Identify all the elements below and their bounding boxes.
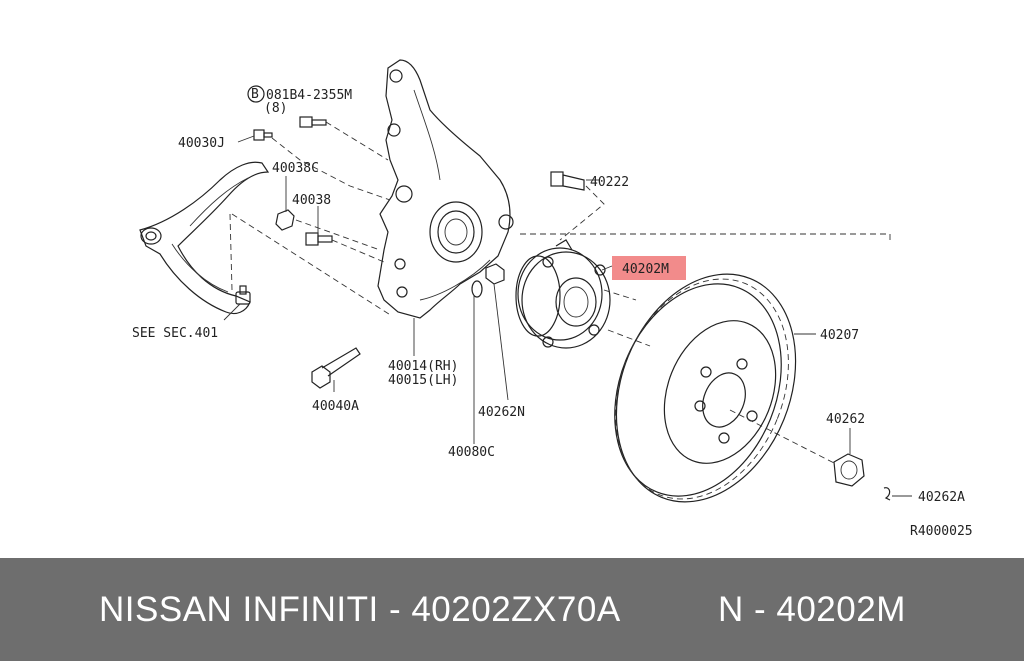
highlight-40202m: [612, 256, 686, 280]
label-40038c: 40038C: [272, 161, 319, 176]
label-40015: 40015(LH): [388, 373, 458, 388]
label-40030j: 40030J: [178, 136, 225, 151]
label-40202m: 40202M: [622, 262, 669, 277]
label-reference: R4000025: [910, 524, 973, 539]
label-40080c: 40080C: [448, 445, 495, 460]
bolt-40030j: [253, 129, 273, 141]
washer-40080c: [471, 280, 483, 298]
bolt-40038: [305, 232, 333, 246]
wheel-stud-40222: [550, 171, 585, 191]
steering-knuckle: [377, 59, 514, 319]
label-40207: 40207: [820, 328, 859, 343]
nut-40038c: [275, 209, 295, 231]
footer-part-numbers: NISSAN INFINITI - 40202ZX70A: [99, 590, 621, 629]
label-bolt-circle: B: [251, 87, 259, 102]
footer-nissan-part: N - 40202M: [718, 590, 906, 629]
leader-lines: [223, 135, 912, 497]
label-see-sec: SEE SEC.401: [132, 326, 218, 341]
hub-assembly-40202m: [515, 239, 611, 349]
label-40262n: 40262N: [478, 405, 525, 420]
lower-control-arm: [139, 161, 270, 315]
label-40014: 40014(RH): [388, 359, 458, 374]
label-40038: 40038: [292, 193, 331, 208]
footer-banner: NISSAN INFINITI - 40202ZX70A N - 40202M: [0, 558, 1024, 661]
bolt-circle-marker: [247, 85, 265, 103]
assembly-lines: [229, 121, 891, 465]
label-bolt-qty: (8): [264, 101, 287, 116]
axle-nut-40262: [833, 453, 865, 487]
label-40040a: 40040A: [312, 399, 359, 414]
parts-diagram: B 081B4-2355M (8) 40030J 40038C 40038 40…: [132, 59, 973, 539]
label-40222: 40222: [590, 175, 629, 190]
bolt-081b4: [299, 116, 327, 128]
brake-disc-40207: [614, 273, 797, 503]
nut-40262n: [485, 263, 505, 285]
label-081b4: 081B4-2355M: [266, 88, 352, 103]
part-labels: B 081B4-2355M (8) 40030J 40038C 40038 40…: [132, 87, 973, 539]
label-40262a: 40262A: [918, 490, 965, 505]
label-40262: 40262: [826, 412, 865, 427]
bolt-40040a: [311, 347, 361, 389]
cotter-pin-40262a: [883, 487, 891, 501]
